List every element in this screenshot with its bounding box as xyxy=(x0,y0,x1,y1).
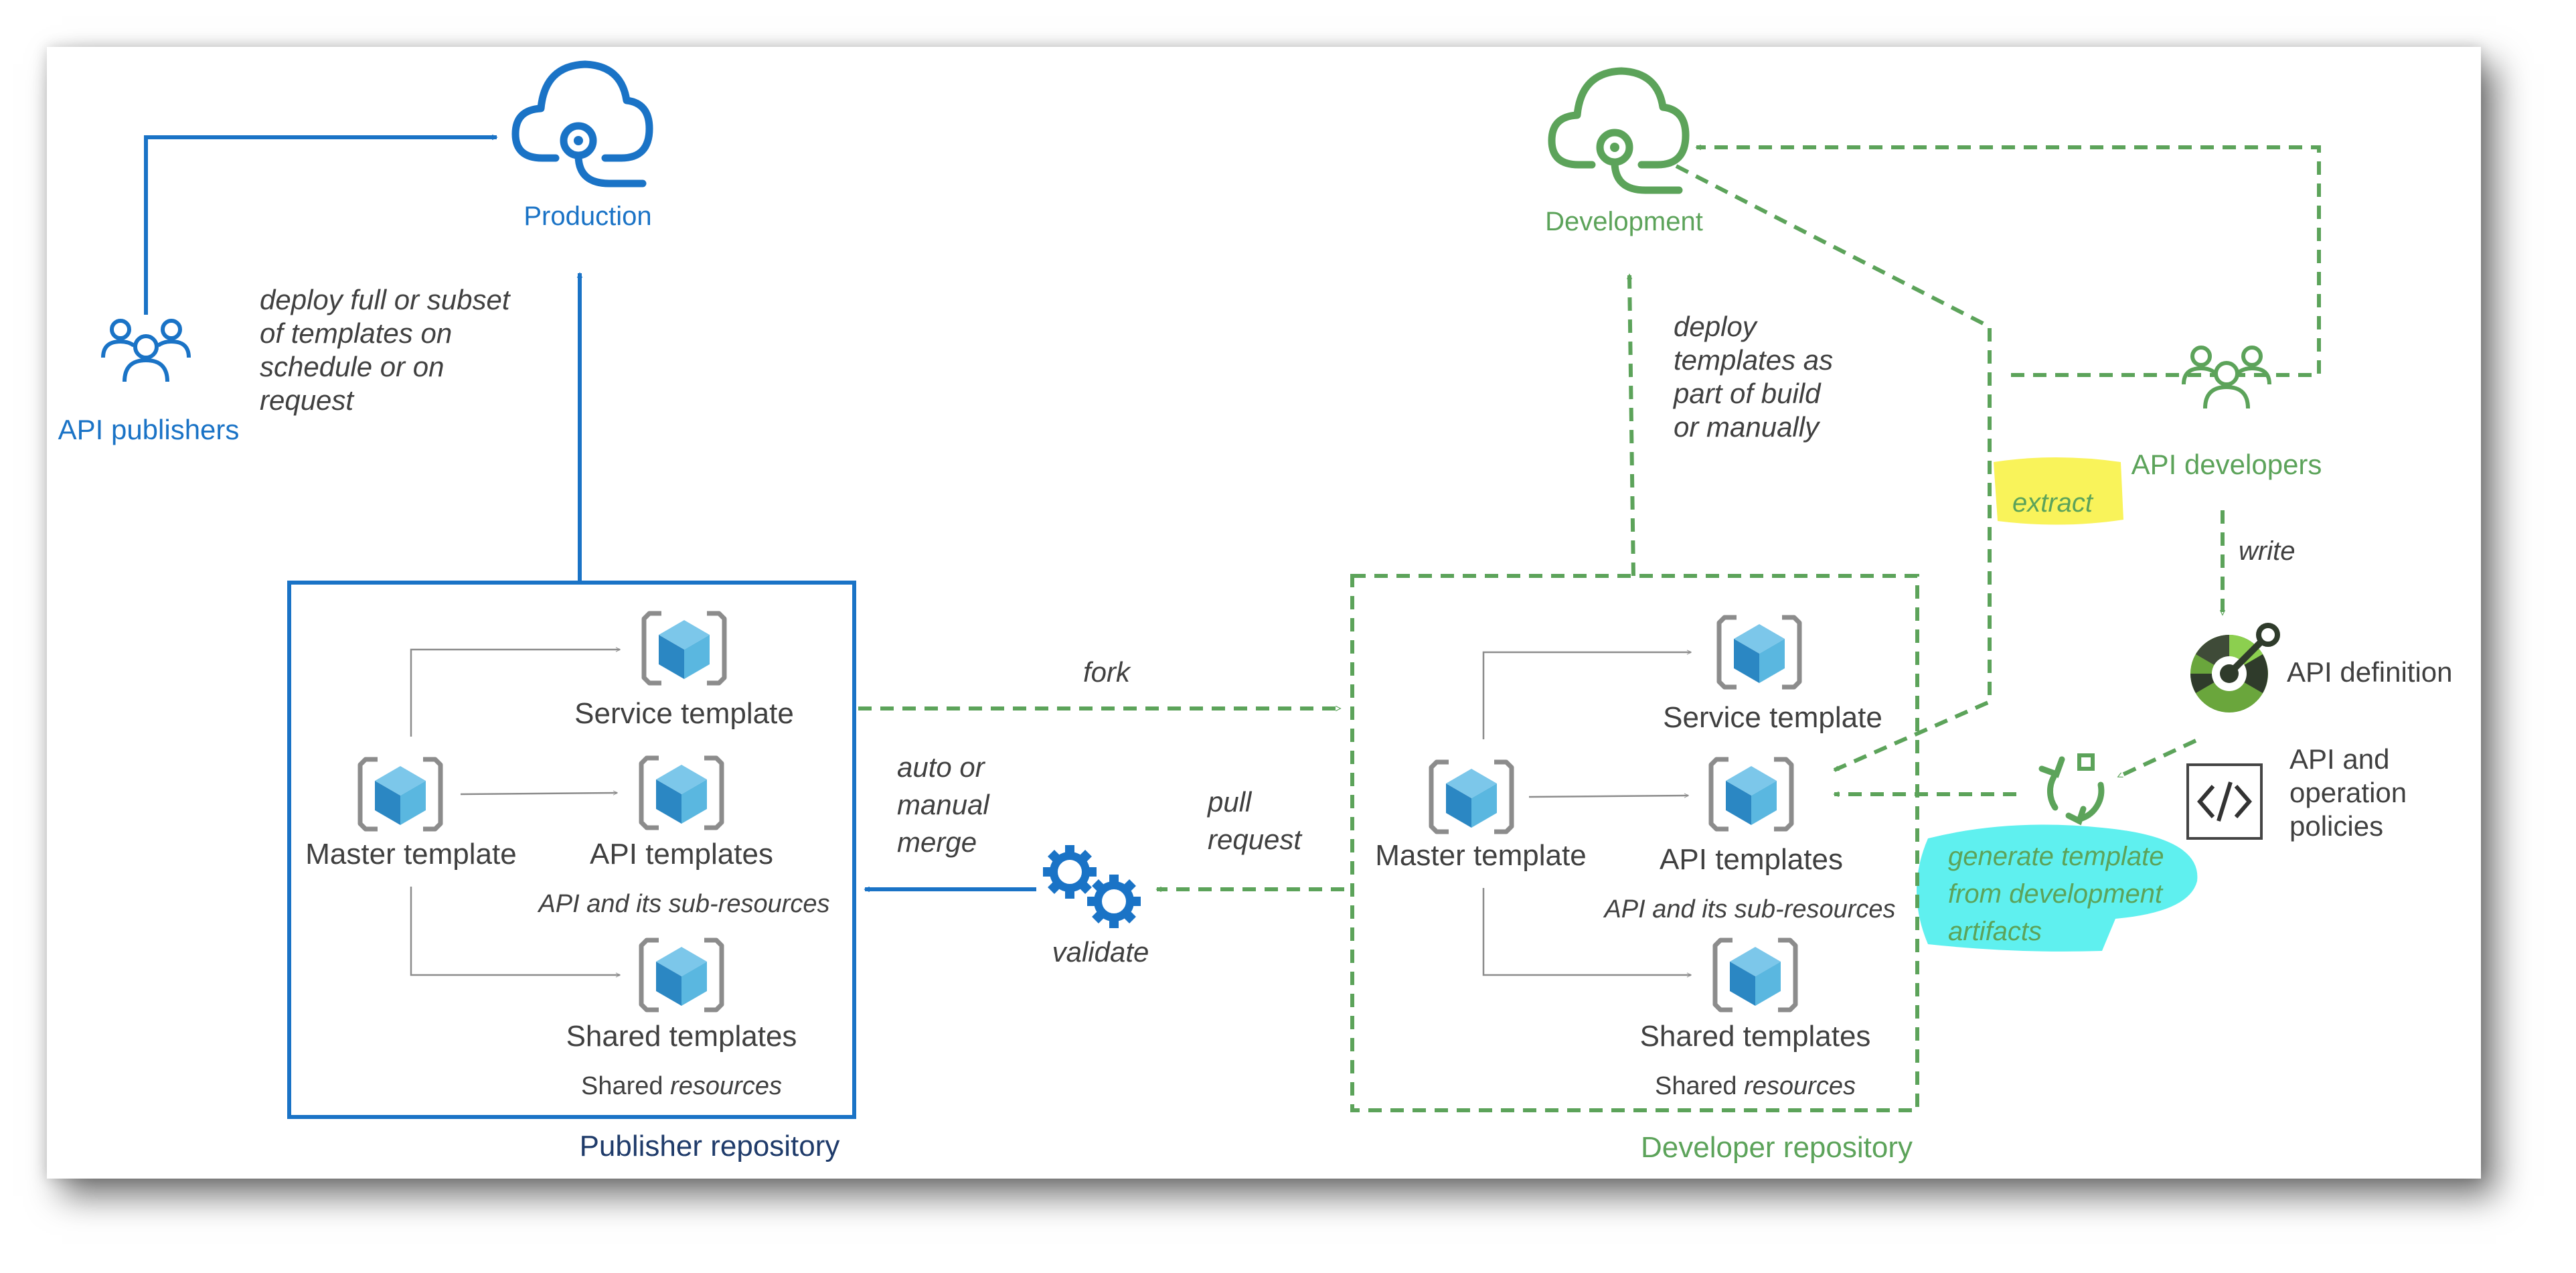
svg-text:part of build: part of build xyxy=(1672,378,1822,409)
openapi-icon xyxy=(2190,623,2280,713)
svg-text:manual: manual xyxy=(897,789,990,820)
developer-tree-lines xyxy=(1482,652,1691,975)
svg-text:merge: merge xyxy=(897,826,977,858)
diagram-card xyxy=(47,47,2481,1179)
svg-text:auto or: auto or xyxy=(897,751,986,783)
definition-to-generator-arrow xyxy=(2118,739,2197,779)
svg-text:templates as: templates as xyxy=(1674,344,1833,376)
publisher-repository-caption: Publisher repository xyxy=(580,1130,840,1163)
publisher-service-label: Service template xyxy=(574,697,794,730)
svg-text:operation: operation xyxy=(2289,777,2407,808)
deploy-dev-note: deploy templates as part of build or man… xyxy=(1672,311,1833,443)
generate-note: generate template from development artif… xyxy=(1948,842,2164,946)
developer-repository-caption: Developer repository xyxy=(1641,1131,1913,1164)
extract-arrow xyxy=(1675,164,1992,772)
pull-request-note: pull request xyxy=(1206,786,1303,855)
api-publishers-people-icon xyxy=(103,321,189,382)
developer-master-label: Master template xyxy=(1375,839,1586,872)
validate-gears-icon xyxy=(1043,845,1141,928)
publishers-to-production-arrow xyxy=(144,137,497,315)
publisher-repository-box xyxy=(287,581,856,1119)
svg-text:generate template: generate template xyxy=(1948,842,2164,871)
development-label: Development xyxy=(1545,207,1703,236)
merge-note: auto or manual merge xyxy=(897,751,990,858)
developer-service-cube-icon xyxy=(1719,617,1799,687)
development-cloud-icon xyxy=(1552,71,1686,190)
svg-text:of templates on: of templates on xyxy=(260,317,452,349)
publisher-service-cube-icon xyxy=(644,613,724,683)
api-developers-people-icon xyxy=(2184,348,2269,408)
code-icon xyxy=(2186,763,2263,840)
svg-text:pull: pull xyxy=(1206,786,1253,818)
generate-highlight xyxy=(1917,824,2198,952)
svg-text:deploy full or subset: deploy full or subset xyxy=(260,284,511,315)
deploy-publish-note: deploy full or subset of templates on sc… xyxy=(260,284,511,416)
svg-text:from development: from development xyxy=(1948,879,2164,909)
write-label: write xyxy=(2239,536,2295,566)
publisher-api-label: API templates xyxy=(590,838,773,871)
api-definition-label: API definition xyxy=(2287,656,2453,688)
publisher-api-cube-icon xyxy=(641,758,722,828)
developer-api-cube-icon xyxy=(1711,759,1791,829)
api-policies-label: API and operation policies xyxy=(2289,743,2407,842)
api-publishers-label: API publishers xyxy=(58,414,240,445)
validate-label: validate xyxy=(1052,936,1149,968)
publisher-api-sub-label: API and its sub-resources xyxy=(537,890,829,918)
svg-text:deploy: deploy xyxy=(1674,311,1759,342)
publisher-tree-lines xyxy=(410,650,620,975)
svg-text:request: request xyxy=(260,384,355,416)
dev-repo-to-development-arrow xyxy=(1629,275,1635,577)
developer-api-label: API templates xyxy=(1660,843,1843,876)
publisher-shared-label: Shared templates xyxy=(566,1020,797,1053)
publisher-master-cube-icon xyxy=(360,759,440,829)
production-cloud-icon xyxy=(515,64,649,183)
svg-text:schedule or on: schedule or on xyxy=(260,351,445,382)
developer-master-cube-icon xyxy=(1431,762,1512,832)
svg-text:API and: API and xyxy=(2289,743,2389,775)
publisher-shared-cube-icon xyxy=(641,940,722,1010)
developer-shared-cube-icon xyxy=(1715,940,1795,1010)
developer-shared-sub-label: Shared resources xyxy=(1655,1072,1856,1100)
publisher-master-label: Master template xyxy=(305,838,516,871)
production-label: Production xyxy=(524,202,651,231)
generate-sync-icon xyxy=(2038,753,2105,826)
api-developers-label: API developers xyxy=(2131,449,2322,480)
developer-service-label: Service template xyxy=(1663,701,1882,734)
developer-shared-label: Shared templates xyxy=(1640,1020,1871,1053)
svg-text:request: request xyxy=(1208,824,1303,855)
svg-text:policies: policies xyxy=(2289,810,2383,842)
svg-text:artifacts: artifacts xyxy=(1948,917,2042,946)
developer-repository-box xyxy=(1350,574,1919,1112)
developer-api-sub-label: API and its sub-resources xyxy=(1603,895,1895,923)
publisher-shared-sub-label: Shared resources xyxy=(581,1072,782,1100)
svg-text:or manually: or manually xyxy=(1674,411,1821,443)
extract-label: extract xyxy=(2012,488,2094,518)
fork-label: fork xyxy=(1083,656,1131,688)
developers-to-development-arrow xyxy=(1696,147,2321,377)
extract-highlight xyxy=(1994,457,2123,525)
